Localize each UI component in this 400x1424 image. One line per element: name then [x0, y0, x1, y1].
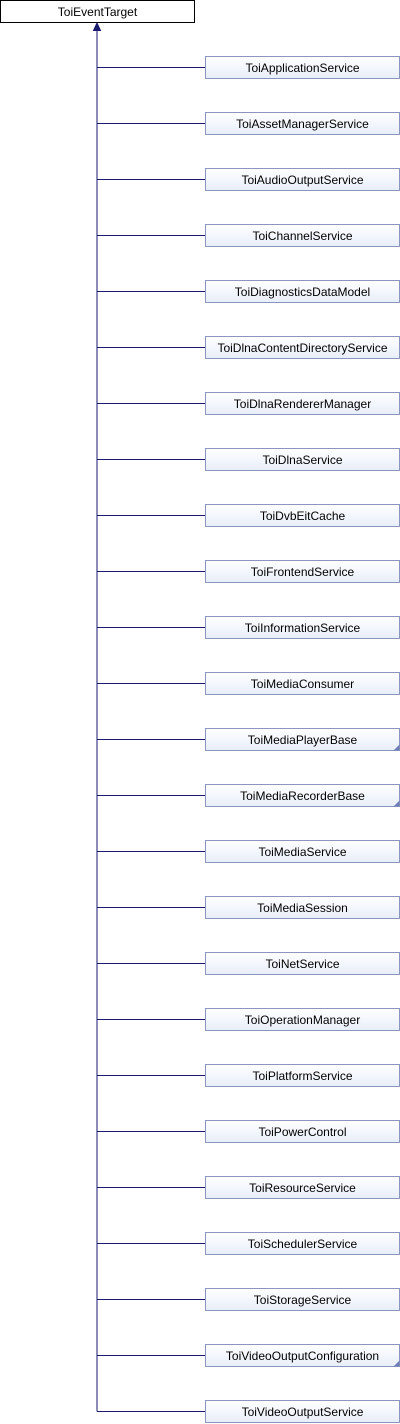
class-label: ToiPowerControl — [258, 1125, 346, 1139]
class-label: ToiPlatformService — [252, 1069, 352, 1083]
class-node[interactable]: ToiChannelService — [205, 224, 400, 247]
class-label: ToiMediaRecorderBase — [240, 789, 365, 803]
class-label: ToiMediaConsumer — [251, 677, 354, 691]
class-node[interactable]: ToiDlnaRendererManager — [205, 392, 400, 415]
class-label: ToiMediaSession — [257, 901, 348, 915]
class-label: ToiResourceService — [249, 1181, 356, 1195]
class-label: ToiMediaPlayerBase — [248, 733, 358, 747]
class-label: ToiDlnaRendererManager — [234, 397, 371, 411]
class-node[interactable]: ToiInformationService — [205, 616, 400, 639]
root-class-label: ToiEventTarget — [58, 5, 138, 19]
class-node[interactable]: ToiDlnaContentDirectoryService — [205, 336, 400, 359]
class-label: ToiInformationService — [245, 621, 361, 635]
class-node[interactable]: ToiFrontendService — [205, 560, 400, 583]
class-node[interactable]: ToiMediaSession — [205, 896, 400, 919]
class-node[interactable]: ToiNetService — [205, 952, 400, 975]
class-label: ToiVideoOutputConfiguration — [226, 1349, 379, 1363]
class-node[interactable]: ToiPlatformService — [205, 1064, 400, 1087]
subclasses-indicator-icon — [393, 800, 400, 807]
class-label: ToiApplicationService — [245, 61, 359, 75]
class-label: ToiDiagnosticsDataModel — [235, 285, 370, 299]
class-node[interactable]: ToiPowerControl — [205, 1120, 400, 1143]
class-node[interactable]: ToiDvbEitCache — [205, 504, 400, 527]
class-label: ToiFrontendService — [251, 565, 355, 579]
class-node[interactable]: ToiMediaPlayerBase — [205, 728, 400, 751]
class-label: ToiAudioOutputService — [241, 173, 363, 187]
class-node[interactable]: ToiDlnaService — [205, 448, 400, 471]
class-label: ToiChannelService — [252, 229, 352, 243]
class-label: ToiVideoOutputService — [242, 1405, 364, 1419]
class-label: ToiDvbEitCache — [260, 509, 346, 523]
root-class-node[interactable]: ToiEventTarget — [0, 0, 195, 23]
subclasses-indicator-icon — [393, 1360, 400, 1367]
class-label: ToiDlnaService — [262, 453, 342, 467]
class-label: ToiAssetManagerService — [236, 117, 369, 131]
class-label: ToiStorageService — [254, 1293, 352, 1307]
class-label: ToiOperationManager — [245, 1013, 360, 1027]
class-node[interactable]: ToiOperationManager — [205, 1008, 400, 1031]
class-node[interactable]: ToiDiagnosticsDataModel — [205, 280, 400, 303]
class-node[interactable]: ToiVideoOutputConfiguration — [205, 1344, 400, 1367]
inheritance-edges — [92, 21, 206, 1412]
class-node[interactable]: ToiMediaConsumer — [205, 672, 400, 695]
class-node[interactable]: ToiResourceService — [205, 1176, 400, 1199]
class-node[interactable]: ToiVideoOutputService — [205, 1400, 400, 1423]
class-node[interactable]: ToiStorageService — [205, 1288, 400, 1311]
subclasses-indicator-icon — [393, 744, 400, 751]
inheritance-arrowhead — [92, 21, 102, 31]
class-label: ToiSchedulerService — [248, 1237, 358, 1251]
class-label: ToiDlnaContentDirectoryService — [217, 341, 387, 355]
class-node[interactable]: ToiMediaRecorderBase — [205, 784, 400, 807]
class-node[interactable]: ToiAudioOutputService — [205, 168, 400, 191]
class-node[interactable]: ToiApplicationService — [205, 56, 400, 79]
class-label: ToiNetService — [265, 957, 339, 971]
class-node[interactable]: ToiMediaService — [205, 840, 400, 863]
class-node[interactable]: ToiSchedulerService — [205, 1232, 400, 1255]
class-label: ToiMediaService — [258, 845, 346, 859]
root-class-box — [0, 0, 195, 23]
class-node[interactable]: ToiAssetManagerService — [205, 112, 400, 135]
